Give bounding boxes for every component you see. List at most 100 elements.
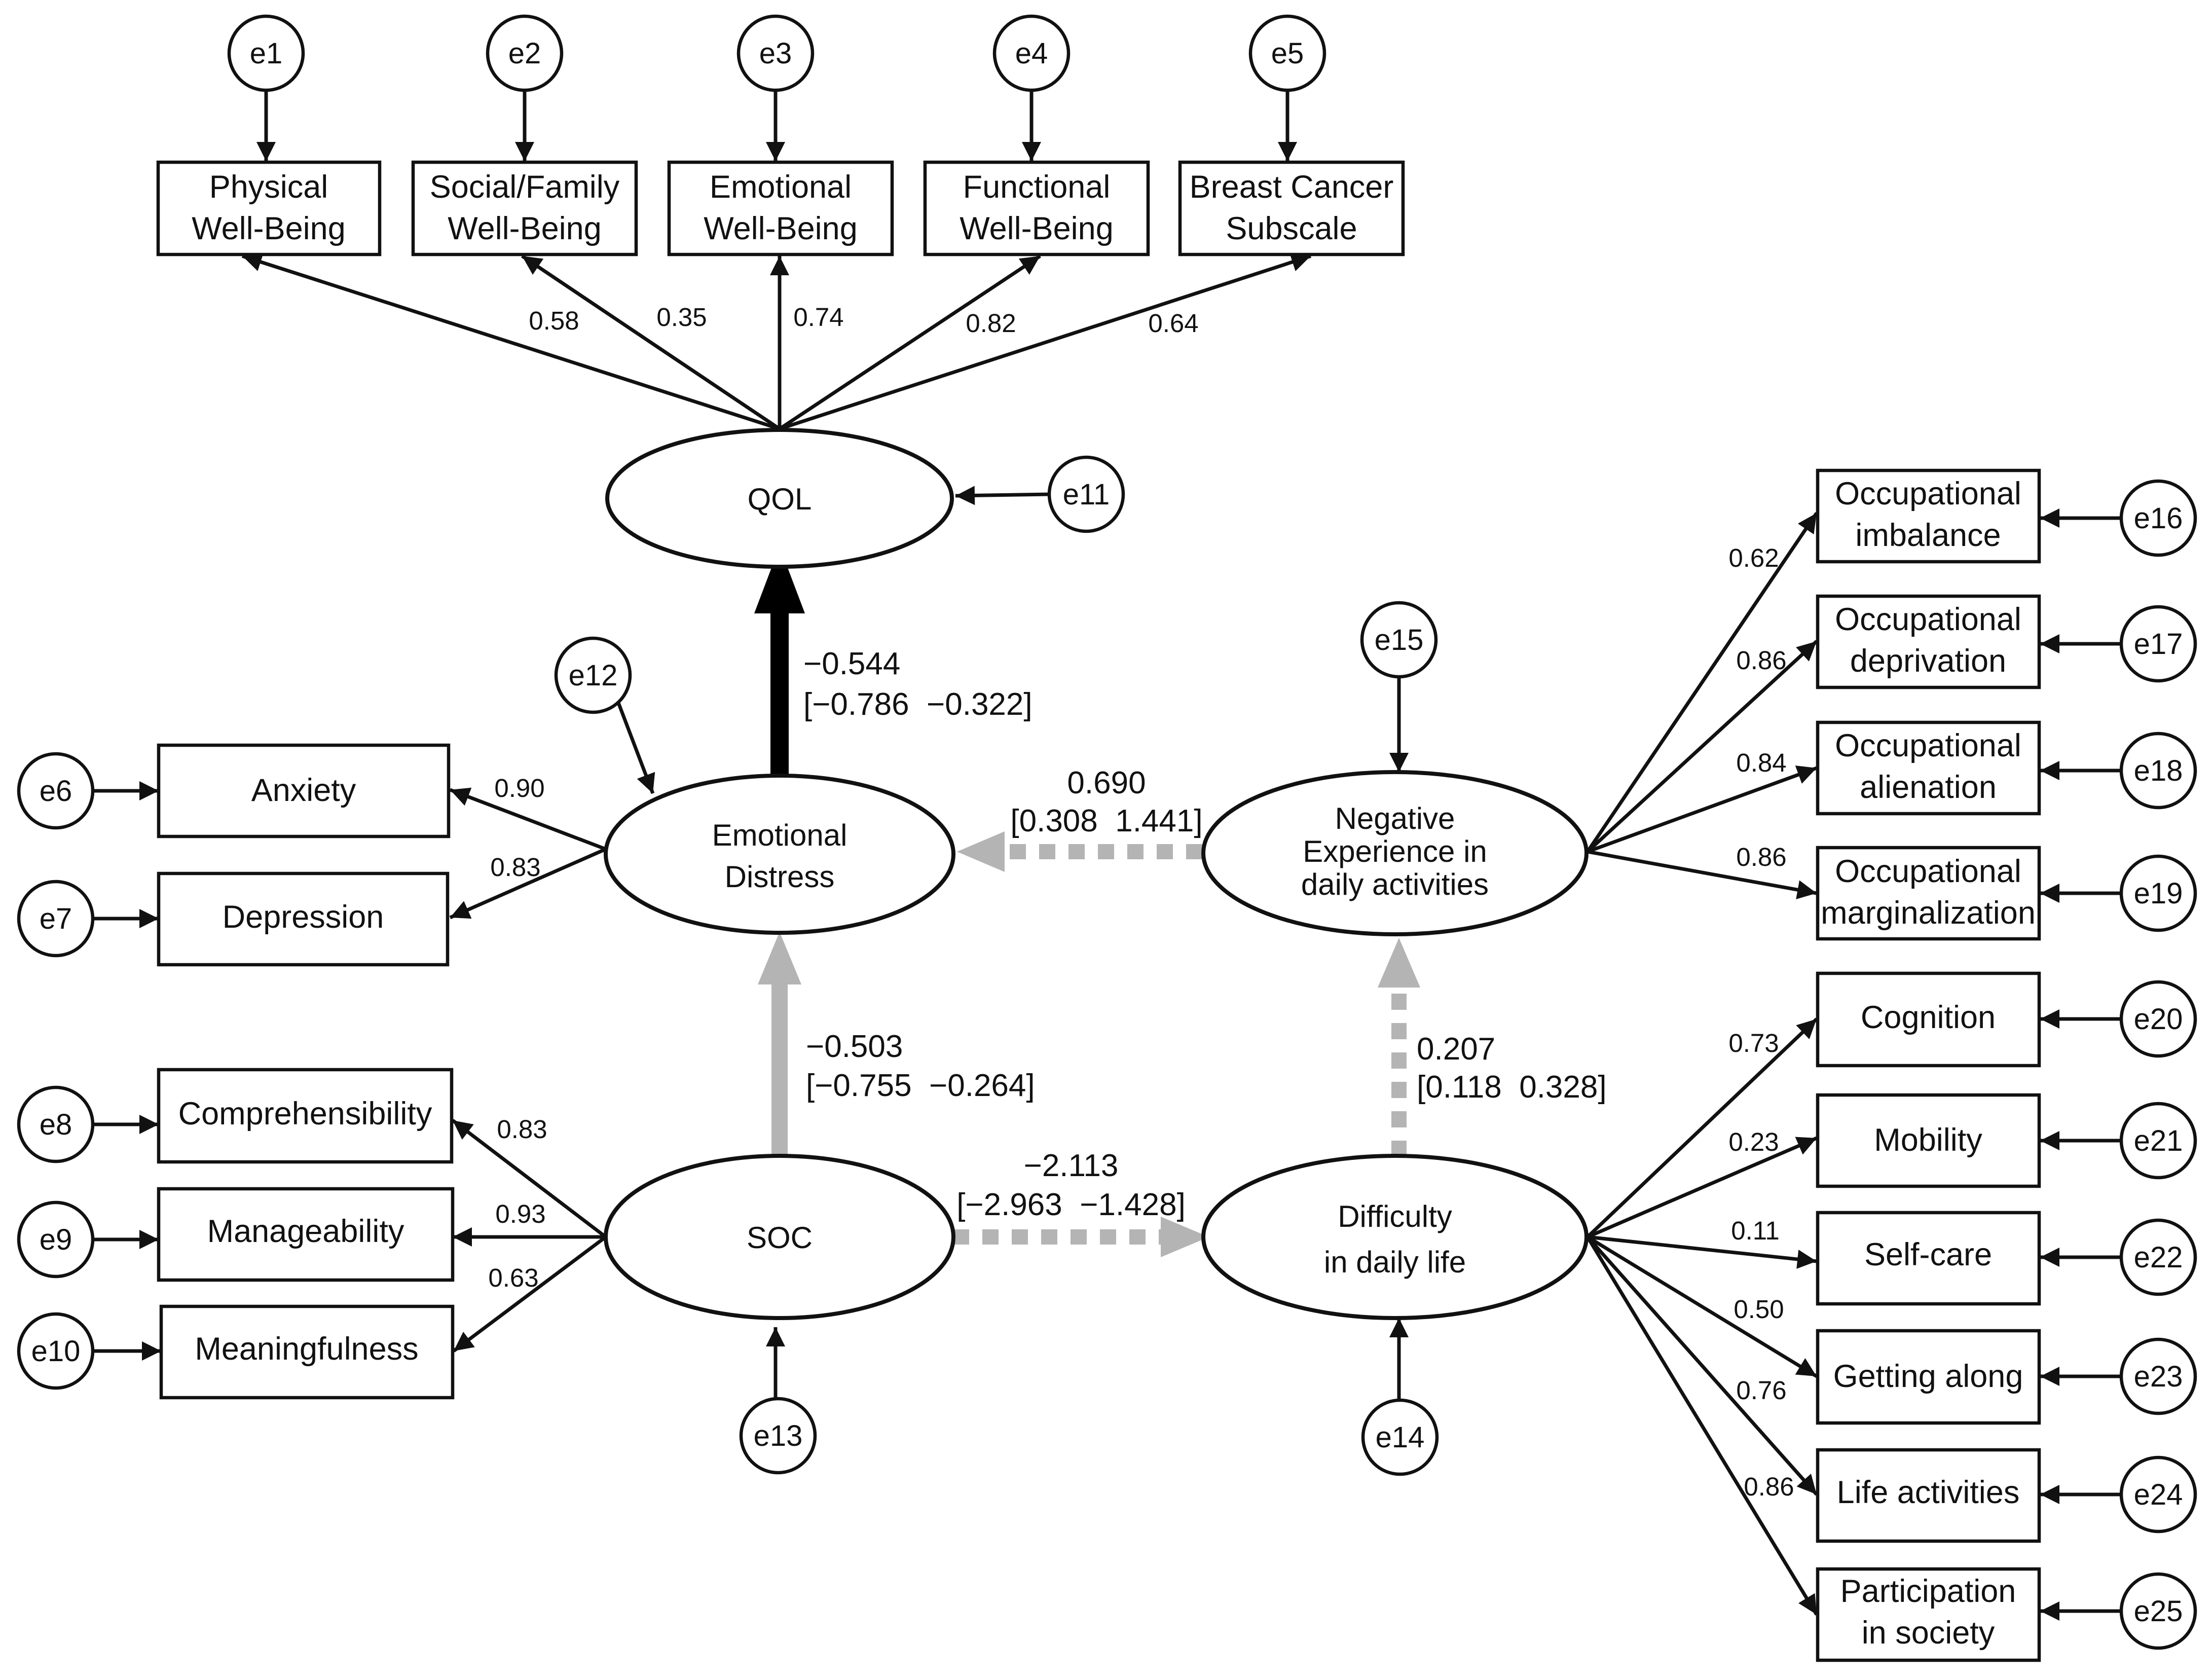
loading-label-breast-cancer: 0.64 [1148, 309, 1198, 338]
loading-arrow-life-activities [1586, 1235, 1818, 1496]
path-label-neg-to-ed-coef: 0.690 [1067, 765, 1146, 800]
path-diff-to-neg-arrowhead [1378, 938, 1420, 988]
error-e24: e24 [2119, 1455, 2197, 1534]
error-e2: e2 [486, 14, 564, 92]
indicator-self-care: Self-care [1816, 1211, 2041, 1306]
indicator-occ-imbalance-line2: imbalance [1855, 518, 2001, 553]
error-e9: e9 [17, 1200, 95, 1279]
error-e17-label: e17 [2134, 628, 2183, 661]
latent-difficulty-line1: Difficulty [1338, 1199, 1452, 1233]
indicator-meaningfulness: Meaningfulness [159, 1304, 455, 1400]
path-ed-to-qol-arrowhead [754, 546, 805, 613]
loading-arrow-occ-marginalization [1587, 850, 1817, 899]
indicator-emotional-line1: Emotional [710, 169, 852, 205]
latent-emotional-distress-line2: Distress [725, 860, 835, 894]
indicator-mobility-label: Mobility [1874, 1122, 1982, 1158]
indicator-social-family-line2: Well-Being [448, 211, 601, 246]
indicator-meaningfulness-label: Meaningfulness [195, 1331, 418, 1367]
error-e15: e15 [1360, 601, 1438, 679]
loading-arrow-cognition [1586, 1017, 1818, 1238]
path-label-soc-to-ed-coef: −0.503 [806, 1029, 903, 1064]
error-e13-label: e13 [754, 1419, 803, 1452]
indicator-comprehensibility-label: Comprehensibility [178, 1096, 432, 1132]
error-arrow-e11 [955, 486, 1050, 505]
latent-negative-experience-line1: Negative [1335, 801, 1455, 835]
error-e8-label: e8 [40, 1108, 72, 1141]
error-e15-label: e15 [1375, 624, 1424, 656]
loading-arrow-getting-along [1587, 1235, 1818, 1378]
indicator-physical: Physical Well-Being [156, 160, 382, 257]
indicator-functional-line1: Functional [963, 169, 1111, 205]
error-e11: e11 [1047, 455, 1125, 533]
error-e2-label: e2 [508, 37, 541, 70]
error-e14: e14 [1361, 1398, 1439, 1476]
indicator-cognition-label: Cognition [1861, 1000, 1996, 1035]
ed-loading-arrows [449, 787, 607, 920]
indicator-anxiety: Anxiety [157, 743, 451, 838]
error-e10-label: e10 [31, 1335, 81, 1368]
indicator-occ-marginalization-line2: marginalization [1821, 895, 2036, 931]
error-e3: e3 [736, 14, 815, 92]
latent-emotional-distress-line1: Emotional [712, 818, 847, 852]
indicator-breast-cancer: Breast Cancer Subscale [1178, 160, 1405, 257]
latent-qol-label: QOL [748, 482, 812, 516]
error-e25: e25 [2119, 1572, 2197, 1650]
path-soc-to-ed-arrowhead [758, 932, 801, 984]
indicator-occ-imbalance-line1: Occupational [1835, 476, 2021, 512]
error-e23: e23 [2119, 1337, 2197, 1415]
error-e7-label: e7 [40, 902, 72, 935]
loading-arrow-occ-deprivation [1586, 640, 1818, 853]
path-label-soc-to-diff-coef: −2.113 [1024, 1148, 1119, 1183]
indicator-getting-along: Getting along [1816, 1329, 2041, 1425]
error-e16: e16 [2119, 479, 2197, 557]
indicator-participation: Participation in society [1816, 1567, 2041, 1662]
error-e18-label: e18 [2134, 754, 2183, 787]
error-e24-label: e24 [2134, 1478, 2183, 1511]
error-e9-label: e9 [40, 1223, 72, 1256]
indicator-manageability: Manageability [157, 1187, 455, 1282]
loading-label-meaningfulness: 0.63 [488, 1263, 538, 1292]
error-e22-label: e22 [2134, 1241, 2183, 1274]
error-arrow-e12 [611, 688, 655, 794]
loading-label-social-family: 0.35 [656, 303, 707, 332]
path-label-diff-to-neg-coef: 0.207 [1417, 1032, 1495, 1067]
loading-label-occ-deprivation: 0.86 [1736, 646, 1786, 675]
loading-label-anxiety: 0.90 [494, 774, 544, 802]
error-e16-label: e16 [2134, 502, 2183, 535]
error-e7: e7 [17, 880, 95, 958]
loading-arrow-breast-cancer [779, 252, 1312, 431]
indicator-occ-marginalization: Occupational marginalization [1816, 846, 2041, 941]
error-e20-label: e20 [2134, 1003, 2183, 1036]
loading-arrow-occ-imbalance [1586, 512, 1818, 853]
loading-arrow-depression [449, 847, 607, 920]
latent-qol: QOL [605, 428, 954, 569]
indicator-social-family: Social/Family Well-Being [411, 160, 638, 257]
error-e21-label: e21 [2134, 1124, 2183, 1157]
loading-arrow-self-care [1587, 1235, 1817, 1269]
indicator-depression-label: Depression [223, 899, 384, 935]
soc-loading-arrows [451, 1119, 607, 1353]
loading-arrow-social-family [521, 254, 781, 430]
error-e12: e12 [554, 636, 632, 714]
loading-labels: 0.58 0.35 0.74 0.82 0.64 0.90 0.83 0.83 … [488, 303, 1794, 1501]
path-label-ed-to-qol-ci: [−0.786 −0.322] [803, 687, 1033, 722]
indicator-depression: Depression [157, 871, 450, 967]
loading-label-depression: 0.83 [490, 853, 540, 882]
error-e25-label: e25 [2134, 1595, 2183, 1628]
loading-arrow-anxiety [449, 787, 607, 851]
latent-difficulty-line2: in daily life [1324, 1245, 1466, 1279]
loading-label-participation: 0.86 [1744, 1472, 1794, 1501]
left-indicator-boxes: Anxiety Depression Comprehensibility Man… [157, 743, 455, 1400]
indicator-manageability-label: Manageability [207, 1214, 404, 1249]
indicator-life-activities: Life activities [1816, 1448, 2041, 1543]
indicator-occ-alienation-line1: Occupational [1835, 728, 2021, 763]
right-indicator-boxes: Occupational imbalance Occupational depr… [1816, 468, 2041, 1662]
indicator-self-care-label: Self-care [1864, 1237, 1992, 1272]
indicator-social-family-line1: Social/Family [430, 169, 620, 205]
loading-label-manageability: 0.93 [495, 1199, 545, 1228]
loading-arrow-meaningfulness [452, 1235, 607, 1353]
error-e22: e22 [2119, 1218, 2197, 1296]
loading-label-life-activities: 0.76 [1736, 1376, 1786, 1405]
loading-label-getting-along: 0.50 [1734, 1295, 1784, 1324]
